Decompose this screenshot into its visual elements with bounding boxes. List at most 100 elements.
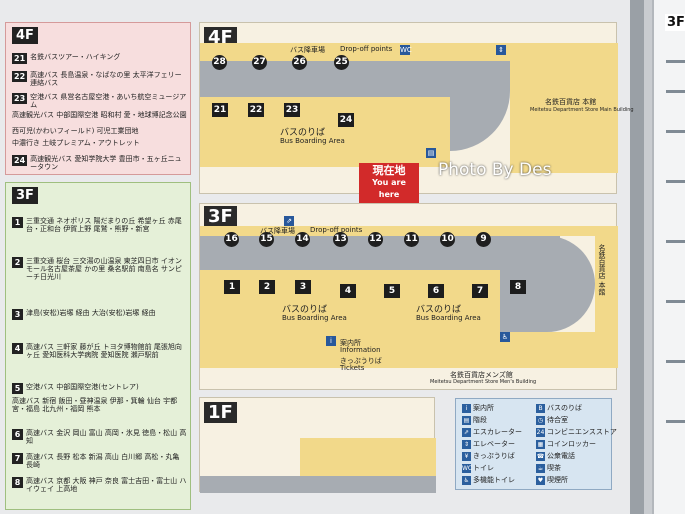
bus-stop-marker: 21 xyxy=(212,103,228,117)
tickets-caption-en: Tickets xyxy=(340,364,365,372)
bus-stop-marker: 22 xyxy=(248,103,264,117)
timetable-line xyxy=(666,60,685,63)
dept-store-caption: 名鉄百貨店 本館 xyxy=(545,98,597,106)
bus-stop-marker: 6 xyxy=(428,284,444,298)
timetable-line xyxy=(666,180,685,183)
stairs-icon: ▤ xyxy=(426,148,436,158)
bus-arrival-caption: バス降車場 xyxy=(290,46,325,54)
legend-item: ♥喫煙所 xyxy=(536,475,568,485)
bus-stop-marker: 3 xyxy=(295,280,311,294)
legend-row: 中濃行き 土岐プレミアム・アウトレット xyxy=(12,139,140,147)
street xyxy=(200,476,436,493)
escalator-icon: ⇗ xyxy=(462,427,471,437)
legend-item: ¥きっぷうりば xyxy=(462,451,515,461)
dept-store-caption: 名鉄百貨店 本館 xyxy=(598,244,606,296)
dept-store-floor xyxy=(510,43,618,173)
bus-stop-marker: 10 xyxy=(440,232,455,247)
bus-stop-marker: 7 xyxy=(472,284,488,298)
legend-item: ⇗エスカレーター xyxy=(462,427,522,437)
legend-3f-tag: 3F xyxy=(12,187,38,204)
map-1f: 1F xyxy=(199,397,436,493)
bus-stop-marker: 25 xyxy=(334,55,349,70)
legend-item: ◷待合室 xyxy=(536,415,568,425)
bus-stop-marker: 14 xyxy=(295,232,310,247)
smoking-area-icon: ♥ xyxy=(536,475,545,485)
accessible-toilet-icon: ♿ xyxy=(500,332,510,342)
legend-item: ♿多機能トイレ xyxy=(462,475,515,485)
mens-building-caption: 名鉄百貨店メンズ館 xyxy=(450,371,513,379)
floor-area xyxy=(200,226,595,236)
bus-stop-marker: 15 xyxy=(259,232,274,247)
bus-stop-marker: 24 xyxy=(338,113,354,127)
bus-stop-marker: 16 xyxy=(224,232,239,247)
boarding-floor xyxy=(200,97,450,167)
legend-4f-tag: 4F xyxy=(12,27,38,44)
bus-road-curve xyxy=(450,61,510,151)
drop-off-caption: Drop-off points xyxy=(310,226,363,234)
bus-stop-marker: 4 xyxy=(340,284,356,298)
you-are-here-ja: 現在地 xyxy=(372,164,406,177)
legend-item: ☎公衆電話 xyxy=(536,451,575,461)
stairs-icon: ▤ xyxy=(462,415,471,425)
bus-stop-marker: 2 xyxy=(259,280,275,294)
boarding-caption-en: Bus Boarding Area xyxy=(280,137,345,145)
tickets-caption: きっぷうりば xyxy=(340,357,382,365)
elevator-icon: ⇕ xyxy=(496,45,506,55)
map-3f: 3F バス降車場 Drop-off points 16 15 14 13 12 … xyxy=(199,203,618,390)
boarding-caption-en: Bus Boarding Area xyxy=(282,314,347,322)
timetable-line xyxy=(666,130,685,133)
boarding-floor xyxy=(200,270,500,332)
information-caption-en: Information xyxy=(340,346,381,354)
timetable-line xyxy=(666,420,685,423)
map-4f-label: 4F xyxy=(204,27,237,48)
legend-item: ▤階段 xyxy=(462,415,487,425)
dept-store-floor xyxy=(595,226,618,368)
photo-watermark: Photo By Des xyxy=(438,160,552,180)
map-4f: 4F バス降車場 Drop-off points 28 27 26 25 21 … xyxy=(199,22,634,194)
legend-row: 高速バス 新宿 飯田・昼神温泉 伊那・箕輪 仙台 宇都宮・福島 北九州・福岡 熊… xyxy=(12,397,178,413)
mens-building-caption-en: Meitetsu Department Store Men's Building xyxy=(430,379,537,385)
legend-item: ⇕エレベーター xyxy=(462,439,515,449)
bus-icon: B xyxy=(536,403,545,413)
legend-row: 西可児(かわいフィールド) 可児工業団地 xyxy=(12,127,139,135)
waiting-room-icon: ◷ xyxy=(536,415,545,425)
legend-item: ▦コインロッカー xyxy=(536,439,596,449)
legend-row: 高速観光バス 中部国際空港 昭和村 愛・地球博記念公園 xyxy=(12,111,187,119)
bus-arrival-caption: バス降車場 xyxy=(260,227,295,235)
boarding-caption-ja-2: バスのりば xyxy=(416,305,462,315)
bus-stop-marker: 23 xyxy=(284,103,300,117)
bus-stop-marker: 27 xyxy=(252,55,267,70)
bus-stop-marker: 11 xyxy=(404,232,419,247)
boarding-caption-ja: バスのりば xyxy=(280,128,326,138)
map-1f-label: 1F xyxy=(204,402,237,423)
side-panel-floor-tag: 3F xyxy=(665,14,685,31)
you-are-here-marker: 現在地 You are here xyxy=(359,163,419,203)
bus-stop-marker: 1 xyxy=(224,280,240,294)
phone-icon: ☎ xyxy=(536,451,545,461)
bus-stop-marker: 13 xyxy=(333,232,348,247)
floor-area xyxy=(300,438,436,476)
cafe-icon: ☕ xyxy=(536,463,545,473)
timetable-line xyxy=(666,300,685,303)
bus-stop-marker: 28 xyxy=(212,55,227,70)
timetable-line xyxy=(666,90,685,93)
accessible-toilet-icon: ♿ xyxy=(462,475,471,485)
ticket-icon: ¥ xyxy=(462,451,471,461)
toilet-icon: WC xyxy=(462,463,473,473)
